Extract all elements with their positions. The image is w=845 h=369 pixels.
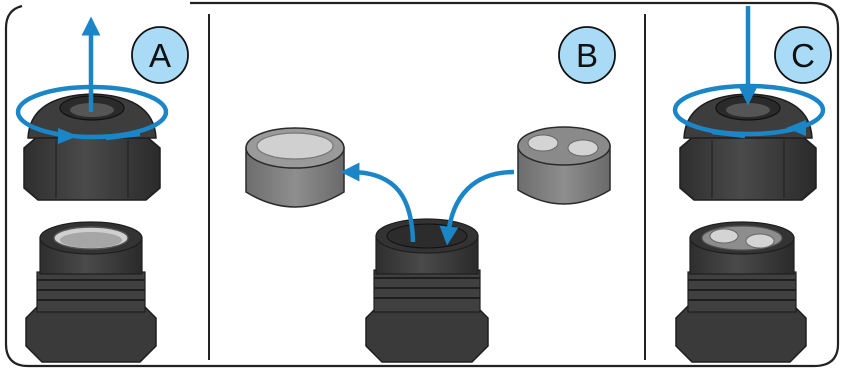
panel-label-b-text: B	[576, 37, 598, 74]
panel-label-c-text: C	[791, 37, 815, 74]
gland-body	[365, 218, 489, 363]
curved-arrow-icon	[439, 169, 515, 246]
panel-label-a: A	[131, 26, 189, 84]
panel-a: A	[15, 16, 189, 363]
rotate-arrowhead	[58, 128, 78, 144]
panel-label-b: B	[558, 26, 616, 84]
panel-b: B	[245, 26, 616, 363]
curved-arrow-icon	[340, 162, 416, 243]
cap-nut	[679, 93, 817, 201]
panel-label-a-text: A	[149, 37, 171, 74]
rotate-arrowhead	[786, 120, 806, 136]
gland-body	[675, 221, 807, 363]
cap-nut	[23, 93, 161, 201]
single-hole-seal	[245, 127, 345, 208]
gland-body	[25, 221, 157, 363]
diagram-frame	[4, 1, 840, 368]
panel-label-c: C	[774, 26, 832, 84]
panel-c: C	[672, 6, 832, 363]
two-hole-seal	[517, 126, 611, 205]
